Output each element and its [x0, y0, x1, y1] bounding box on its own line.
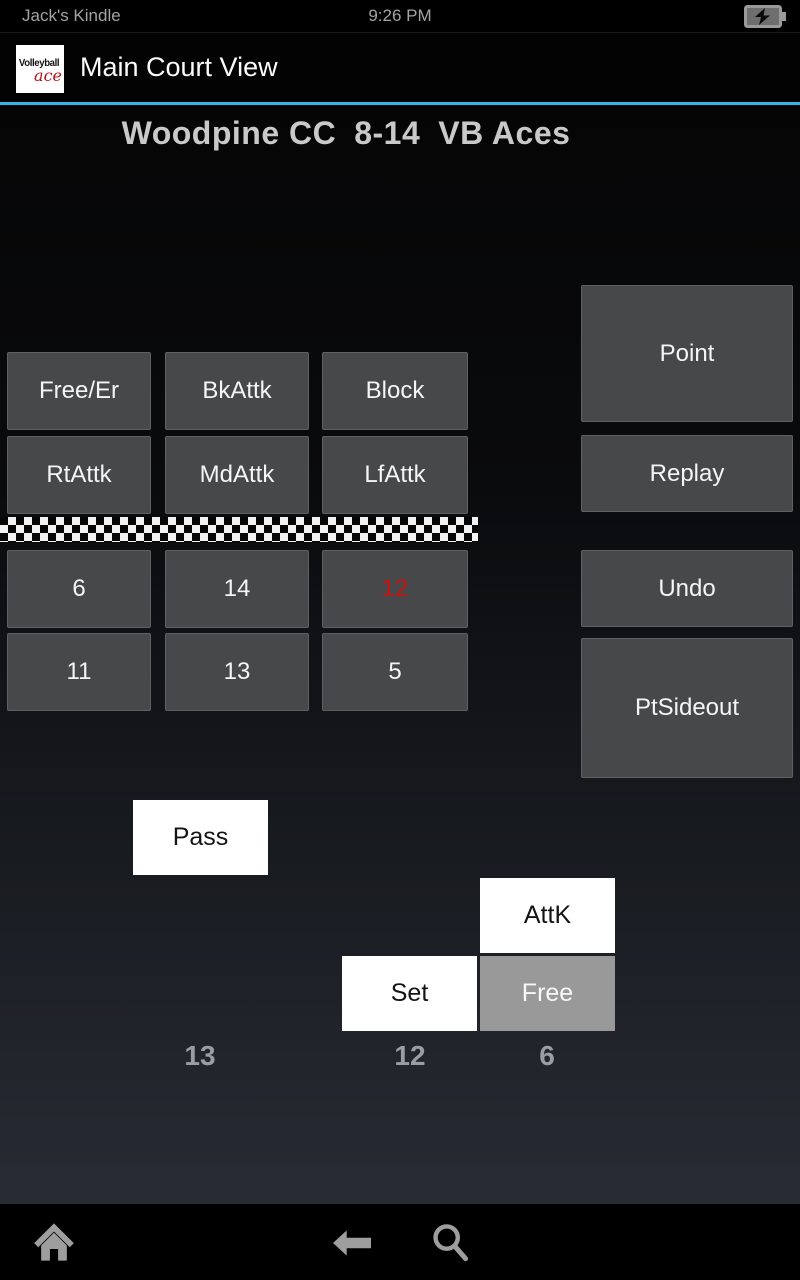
volleyball-net-divider [0, 517, 478, 542]
status-bar: Jack's Kindle 9:26 PM [0, 0, 800, 33]
accent-divider [0, 102, 800, 105]
player-button-11[interactable]: 11 [7, 633, 151, 711]
volleyball-ace-logo-icon: Volleyball ace [16, 45, 64, 93]
set-button[interactable]: Set [342, 956, 477, 1031]
page-title: Main Court View [80, 52, 278, 82]
logo-word: Volleyball [18, 58, 60, 69]
skill-button-rtattk[interactable]: RtAttk [7, 436, 151, 514]
player-button-12[interactable]: 12 [322, 550, 468, 628]
skill-button-free-er[interactable]: Free/Er [7, 352, 151, 430]
floor-number-13: 13 [184, 1040, 216, 1071]
match-score-title: Woodpine CC 8-14 VB Aces [0, 115, 692, 152]
floor-number-12: 12 [394, 1040, 426, 1071]
left-team-name: Woodpine CC [121, 115, 337, 151]
app-bar: Volleyball ace Main Court View [0, 33, 800, 102]
skill-button-bkattk[interactable]: BkAttk [165, 352, 309, 430]
match-score: 8-14 [354, 115, 421, 151]
search-icon[interactable] [430, 1222, 470, 1267]
point-button[interactable]: Point [581, 285, 793, 422]
replay-button[interactable]: Replay [581, 435, 793, 512]
skill-button-lfattk[interactable]: LfAttk [322, 436, 468, 514]
ptsideout-button[interactable]: PtSideout [581, 638, 793, 778]
skill-button-block[interactable]: Block [322, 352, 468, 430]
skill-button-mdattk[interactable]: MdAttk [165, 436, 309, 514]
system-nav-bar [0, 1204, 800, 1280]
back-icon[interactable] [333, 1230, 371, 1261]
main-court-view: Woodpine CC 8-14 VB Aces Free/Er BkAttk Bl… [0, 105, 800, 1204]
battery-charging-icon [744, 5, 786, 33]
device-name: Jack's Kindle [22, 6, 121, 25]
undo-button[interactable]: Undo [581, 550, 793, 627]
pass-button[interactable]: Pass [133, 800, 268, 875]
home-icon[interactable] [33, 1222, 75, 1267]
attk-button[interactable]: AttK [480, 878, 615, 953]
player-button-6[interactable]: 6 [7, 550, 151, 628]
right-team-name: VB Aces [438, 115, 571, 151]
player-button-13[interactable]: 13 [165, 633, 309, 711]
player-button-5[interactable]: 5 [322, 633, 468, 711]
floor-number-6: 6 [539, 1040, 555, 1071]
player-button-14[interactable]: 14 [165, 550, 309, 628]
free-button[interactable]: Free [480, 956, 615, 1031]
clock: 9:26 PM [368, 6, 432, 25]
logo-script: ace [34, 66, 62, 85]
